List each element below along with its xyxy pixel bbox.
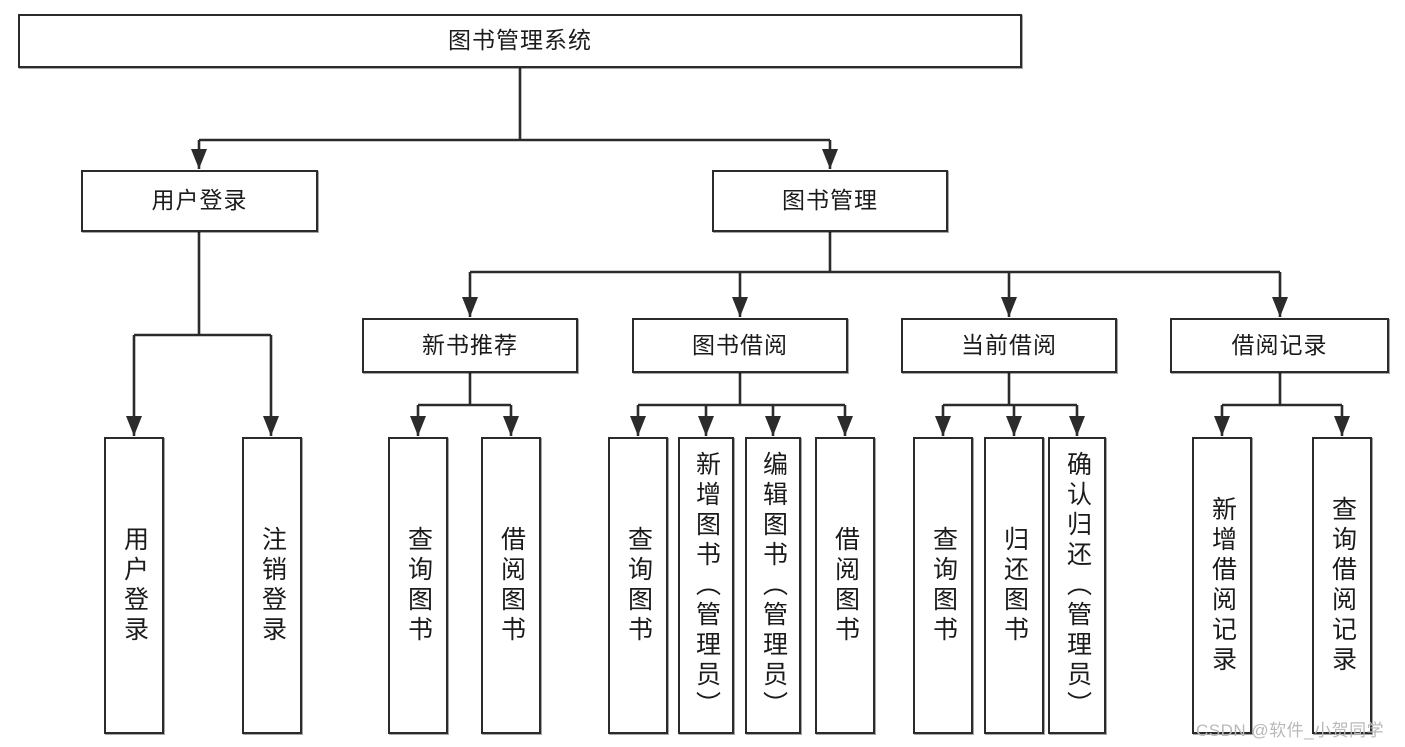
arrow-head-icon [732,297,748,317]
node-user-login-label: 用户登录 [151,187,248,214]
node-leaf-query-book-2[interactable]: 查询图书 [608,437,668,734]
arrow-head-icon [822,149,838,169]
node-leaf-borrow-book-2-label: 借阅图书 [831,525,860,646]
node-leaf-user-login[interactable]: 用户登录 [104,437,164,734]
arrow-head-icon [1001,297,1017,317]
arrow-head-icon [1006,416,1022,436]
node-leaf-query-book-1-label: 查询图书 [404,525,433,646]
node-new-book-rec-label: 新书推荐 [422,331,518,358]
arrow-head-icon [410,416,426,436]
arrow-head-icon [698,416,714,436]
node-leaf-confirm-return-label: 确认归还（管理员） [1063,450,1092,721]
node-borrow-record-label: 借阅记录 [1231,331,1328,358]
node-root-label: 图书管理系统 [448,27,592,54]
node-book-manage-label: 图书管理 [782,187,878,214]
csdn-watermark: CSDN @软件_小贺同学 [1196,721,1385,740]
node-leaf-add-book[interactable]: 新增图书（管理员） [678,437,734,734]
node-book-borrow[interactable]: 图书借阅 [632,318,848,373]
node-book-borrow-label: 图书借阅 [692,331,788,358]
node-borrow-record[interactable]: 借阅记录 [1170,318,1389,373]
node-leaf-add-book-label: 新增图书（管理员） [692,450,721,721]
node-user-login[interactable]: 用户登录 [81,170,318,232]
node-leaf-add-record-label: 新增借阅记录 [1208,495,1237,676]
node-leaf-user-login-label: 用户登录 [120,525,149,646]
node-leaf-confirm-return[interactable]: 确认归还（管理员） [1048,437,1106,734]
arrow-head-icon [1334,416,1350,436]
node-leaf-edit-book-label: 编辑图书（管理员） [759,450,788,721]
arrow-head-icon [935,416,951,436]
arrow-head-icon [263,416,279,436]
arrow-head-icon [1214,416,1230,436]
node-current-borrow[interactable]: 当前借阅 [901,318,1117,373]
node-leaf-edit-book[interactable]: 编辑图书（管理员） [745,437,801,734]
node-leaf-query-book-3-label: 查询图书 [929,525,958,646]
node-leaf-add-record[interactable]: 新增借阅记录 [1192,437,1252,734]
node-leaf-borrow-book-1[interactable]: 借阅图书 [481,437,541,734]
node-leaf-query-book-3[interactable]: 查询图书 [913,437,973,734]
node-leaf-user-logout[interactable]: 注销登录 [242,437,302,734]
node-leaf-query-record-label: 查询借阅记录 [1328,495,1357,676]
node-leaf-user-logout-label: 注销登录 [258,525,287,646]
node-leaf-return-book[interactable]: 归还图书 [984,437,1044,734]
node-leaf-query-book-2-label: 查询图书 [624,525,653,646]
arrow-head-icon [1069,416,1085,436]
node-root[interactable]: 图书管理系统 [18,14,1022,68]
node-new-book-rec[interactable]: 新书推荐 [362,318,578,373]
arrow-head-icon [462,297,478,317]
node-current-borrow-label: 当前借阅 [961,331,1057,358]
arrow-head-icon [503,416,519,436]
node-leaf-borrow-book-2[interactable]: 借阅图书 [815,437,875,734]
node-book-manage[interactable]: 图书管理 [712,170,948,232]
node-leaf-return-book-label: 归还图书 [1000,525,1029,646]
node-leaf-query-book-1[interactable]: 查询图书 [388,437,448,734]
arrow-head-icon [837,416,853,436]
arrow-head-icon [191,149,207,169]
arrow-head-icon [765,416,781,436]
node-leaf-borrow-book-1-label: 借阅图书 [497,525,526,646]
node-leaf-query-record[interactable]: 查询借阅记录 [1312,437,1372,734]
arrow-head-icon [1272,297,1288,317]
arrow-head-icon [630,416,646,436]
arrow-head-icon [126,416,142,436]
